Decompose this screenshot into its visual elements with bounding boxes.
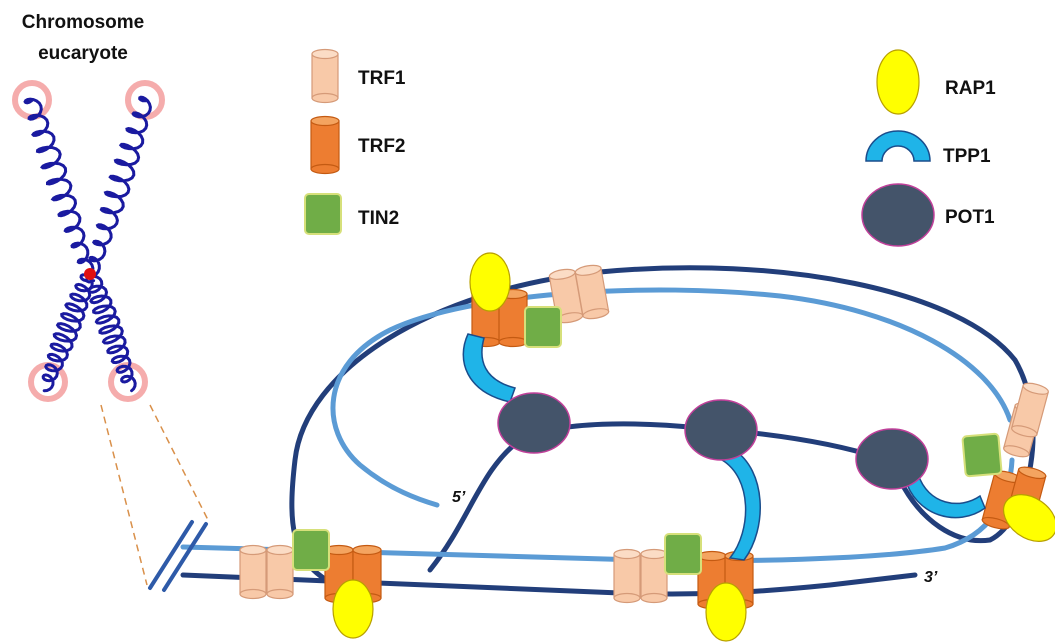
legend-pot1: POT1 <box>861 183 995 247</box>
chromosome-title-line-2: eucaryote <box>38 43 128 64</box>
shelterin-complex-top <box>469 252 611 348</box>
shelterin-complex-bottom-center <box>613 533 754 642</box>
five-prime-label: 5’ <box>452 489 466 506</box>
legend-trf2-label: TRF2 <box>358 136 406 157</box>
chromatid-arm-1 <box>23 97 95 279</box>
dna-strand-dark-inner <box>427 421 883 573</box>
tpp1-center <box>720 449 761 561</box>
chromatid-arm-4 <box>84 274 137 393</box>
telomere-highlights <box>12 80 165 402</box>
chromosome-label: Chromosome eucaryote <box>22 12 144 64</box>
tpp1-connectors <box>462 333 986 561</box>
shelterin-complex-bottom-left <box>239 529 382 639</box>
shelterin-complex-right <box>961 380 1055 552</box>
legend-rap1-label: RAP1 <box>945 78 996 99</box>
legend-pot1-label: POT1 <box>945 207 995 228</box>
legend: TRF1 TRF2 TIN2 RAP1 TPP1 POT1 <box>304 48 996 247</box>
zoom-guide-lines <box>100 404 209 586</box>
pot1-proteins <box>497 392 929 490</box>
legend-tin2-label: TIN2 <box>358 208 399 229</box>
three-prime-label: 3’ <box>924 569 938 586</box>
chromatid-arm-3 <box>41 273 94 393</box>
legend-trf1-label: TRF1 <box>358 68 406 89</box>
legend-rap1: RAP1 <box>876 49 996 115</box>
legend-trf2: TRF2 <box>310 115 406 175</box>
chromatid-coils <box>23 95 152 393</box>
break-mark-1 <box>148 520 194 590</box>
chromosome-title-line-1: Chromosome <box>22 12 144 33</box>
legend-tpp1-label: TPP1 <box>943 146 991 167</box>
centromere <box>84 268 96 280</box>
legend-tpp1: TPP1 <box>865 130 991 167</box>
tpp1-right <box>904 473 986 519</box>
chromatid-arm-2 <box>88 95 152 279</box>
break-mark-2 <box>162 522 208 592</box>
chromosome-figure: Chromosome eucaryote <box>12 12 165 402</box>
legend-tin2: TIN2 <box>304 193 399 235</box>
legend-trf1: TRF1 <box>311 48 406 104</box>
